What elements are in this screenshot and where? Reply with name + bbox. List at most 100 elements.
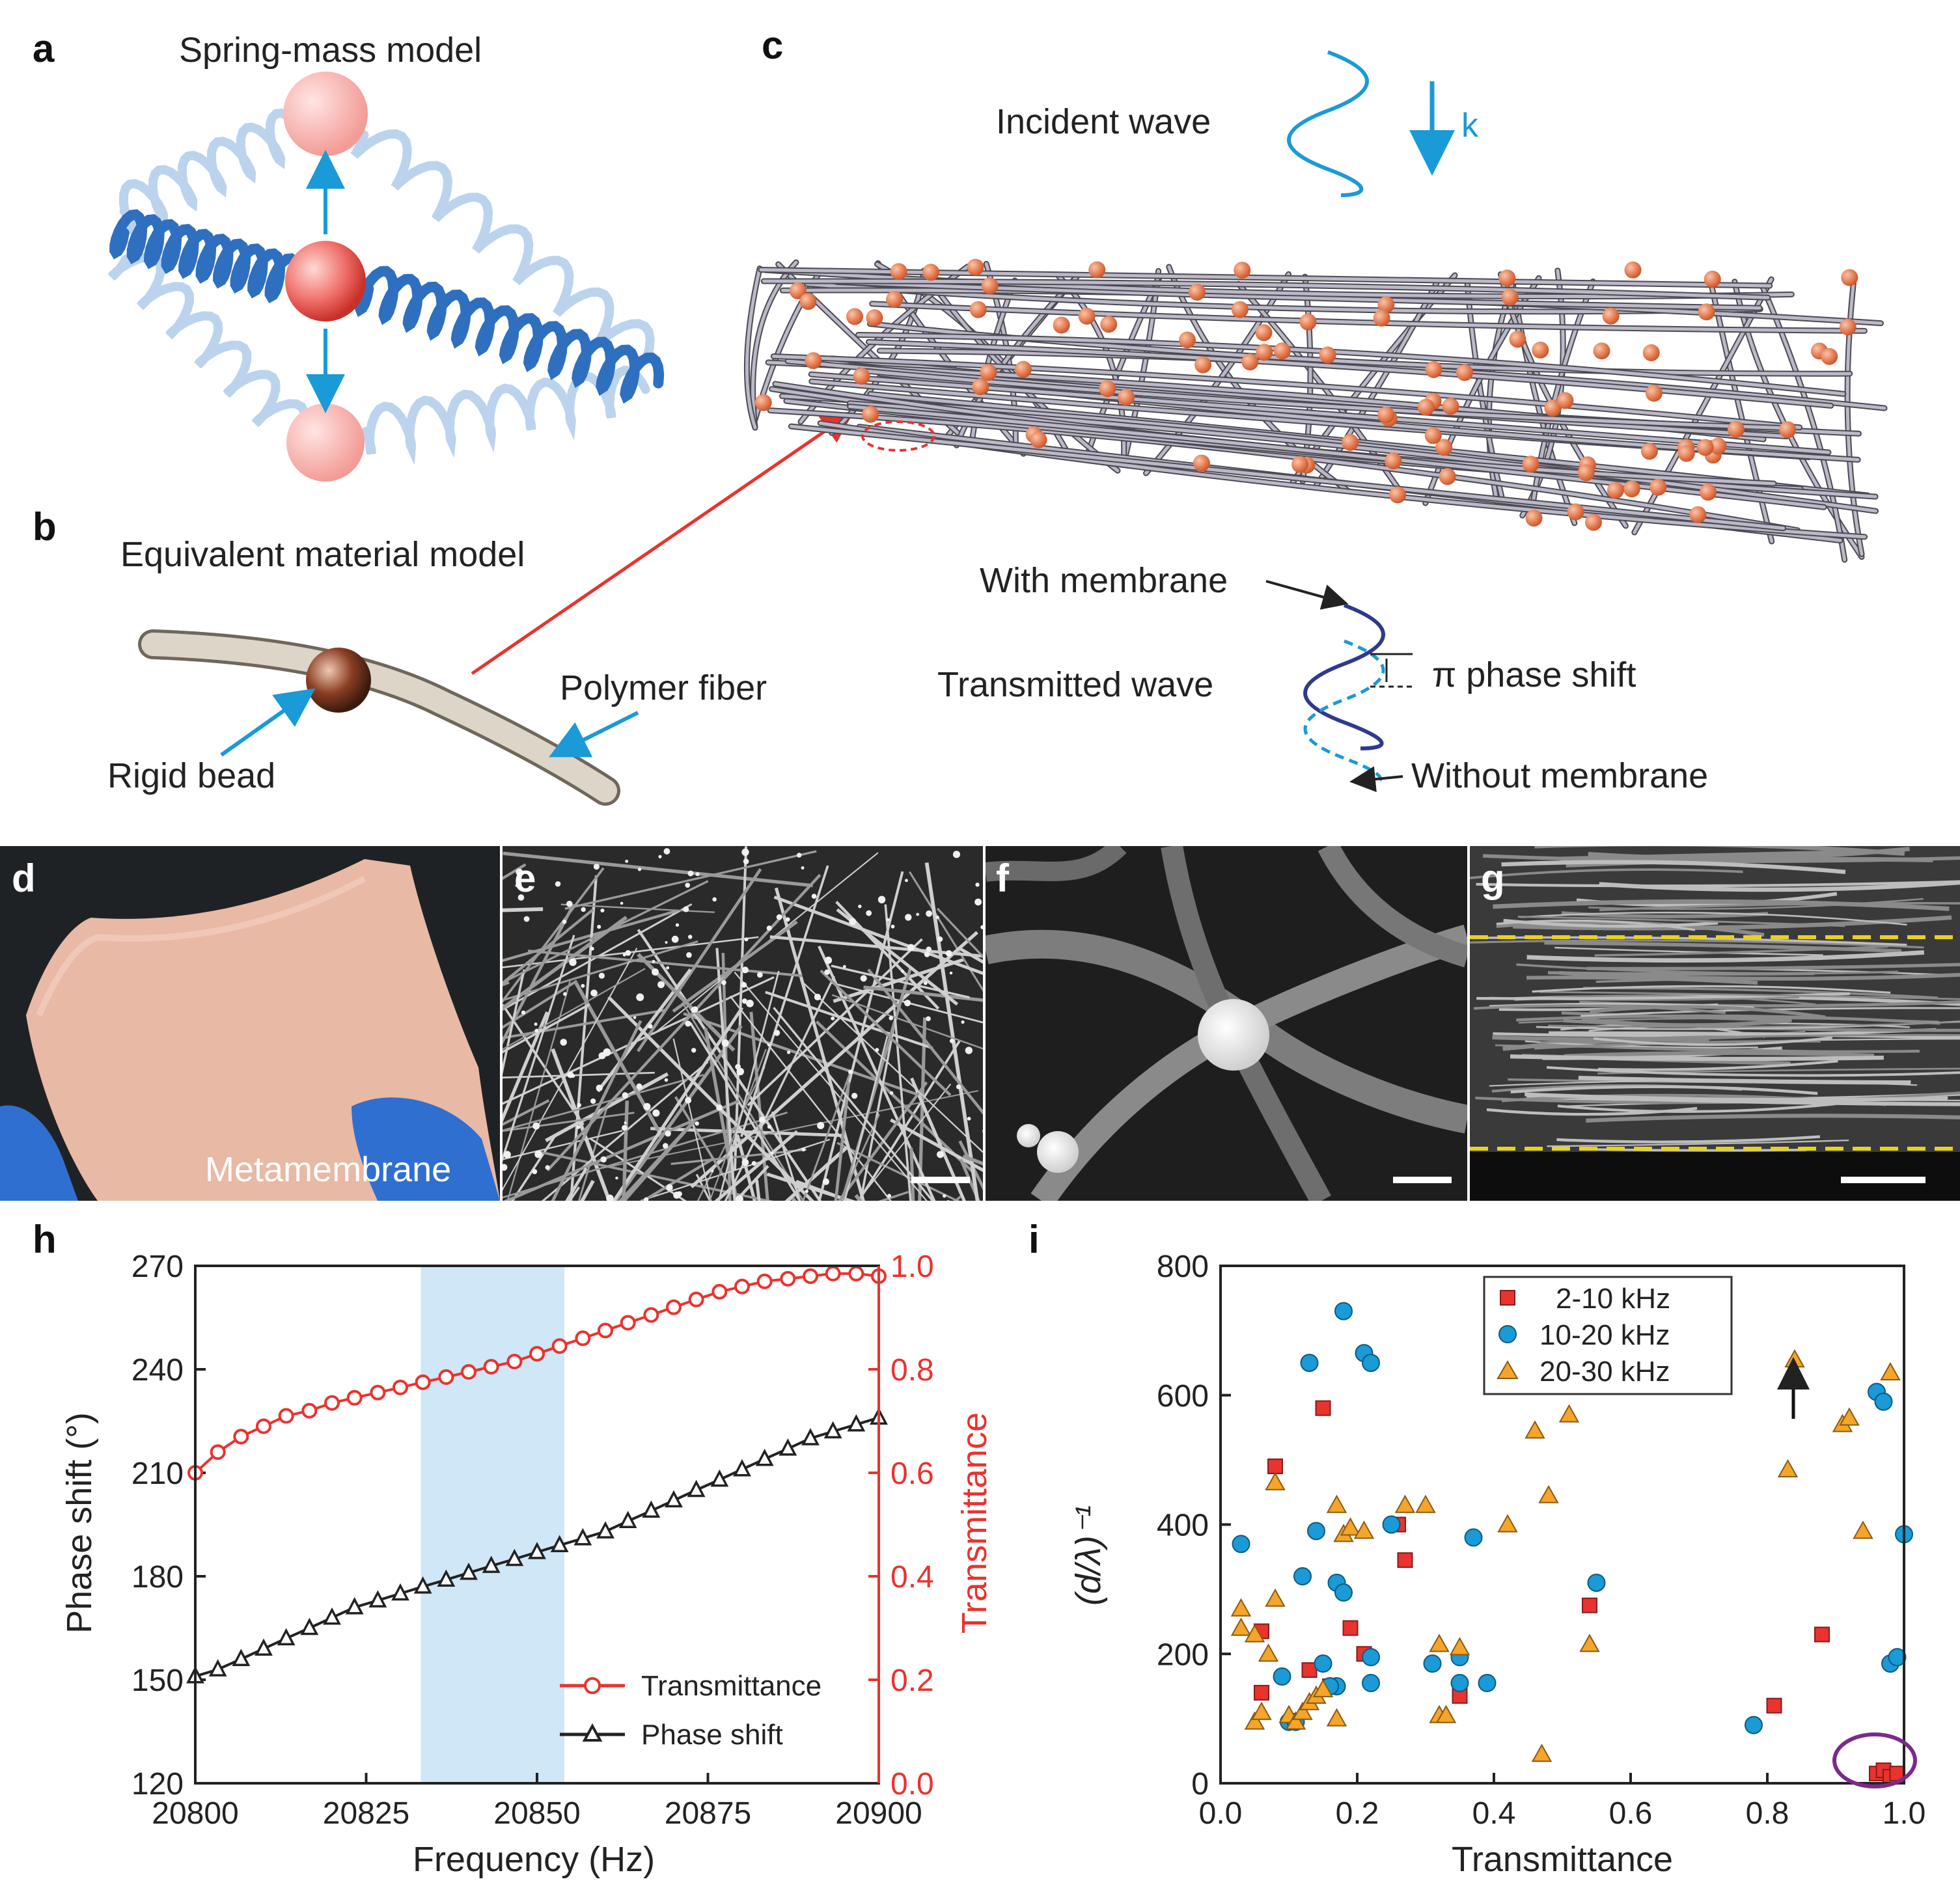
point-20-30-khz — [1353, 1520, 1375, 1539]
sem-bead — [606, 1194, 614, 1201]
sem-bead — [961, 1020, 965, 1024]
mesh-node — [1556, 392, 1574, 409]
cross-section-fiber — [1525, 1092, 1948, 1102]
point-20-30-khz — [1326, 1494, 1347, 1513]
sem-bead — [741, 1158, 749, 1166]
sem-fiber — [771, 1111, 801, 1201]
cross-section-fiber — [1580, 1007, 1960, 1017]
wave-with-membrane — [1303, 603, 1385, 750]
sem-fiber — [503, 968, 646, 1050]
sem-fiber — [839, 1114, 881, 1201]
point-10-20-khz — [1382, 1515, 1401, 1534]
sem-bead — [666, 1184, 673, 1191]
sem-bead — [759, 1116, 766, 1123]
sem-fiber — [623, 1130, 687, 1201]
mesh-node — [1234, 262, 1251, 279]
transmittance-point — [506, 1354, 523, 1370]
mesh-node — [1509, 331, 1526, 348]
cross-section-fiber — [1561, 1011, 1791, 1022]
mesh-node — [1700, 484, 1717, 501]
y-tick-label: 800 — [1157, 1250, 1209, 1284]
panel-d-label: d — [12, 856, 36, 900]
transmittance-point — [301, 1403, 318, 1419]
mesh-node — [1100, 316, 1118, 333]
mesh-fiber-highlight — [768, 409, 1800, 532]
sem-bead — [625, 860, 629, 863]
sem-bead — [824, 972, 827, 975]
mesh-node — [853, 368, 870, 385]
phase-shift-point — [255, 1638, 273, 1656]
mesh-node — [866, 309, 883, 327]
mesh-fiber-highlight — [870, 302, 1866, 333]
mesh-node — [1522, 456, 1539, 473]
sem-bead — [576, 1125, 581, 1129]
mesh-node — [922, 264, 940, 281]
point-20-30-khz — [1839, 1407, 1860, 1426]
point-10-20-khz — [1362, 1354, 1380, 1373]
sem-bead — [965, 1047, 973, 1054]
mesh-node — [1623, 480, 1640, 498]
mesh-node — [1821, 348, 1838, 365]
y-tick-label-left: 210 — [131, 1457, 184, 1491]
sem-bead — [773, 1030, 780, 1036]
sem-fiber — [641, 1157, 715, 1201]
mesh-node — [1255, 324, 1273, 342]
point-20-30-khz — [1558, 1404, 1580, 1423]
panel-f: f — [986, 846, 1467, 1201]
sem-bead — [801, 1147, 806, 1152]
sem-bead — [523, 916, 530, 922]
cross-section-fiber — [1501, 860, 1846, 874]
cross-section-fiber — [1586, 1114, 1960, 1123]
mesh-fiber-highlight — [789, 424, 1786, 530]
scale-bar-g — [1841, 1177, 1925, 1183]
transmittance-point — [210, 1444, 226, 1460]
y-tick-label-right: 0.6 — [890, 1457, 934, 1491]
x-tick-label: 20875 — [665, 1796, 751, 1831]
y-tick-label-left: 270 — [131, 1250, 184, 1284]
chart-h-legend: Transmittance Phase shift — [560, 1670, 821, 1751]
wave-without-membrane — [1303, 639, 1385, 786]
mesh-node — [1417, 398, 1435, 416]
transmittance-point — [393, 1379, 408, 1395]
phase-shift-point — [505, 1548, 524, 1567]
phase-shift-point — [208, 1659, 227, 1677]
transmittance-point — [529, 1346, 545, 1362]
point-20-30-khz — [1265, 1588, 1286, 1607]
legend-box — [1483, 1276, 1733, 1395]
sem-fiber — [765, 991, 933, 1050]
sem-bead-large — [1198, 999, 1269, 1071]
sem-fiber — [541, 1061, 709, 1201]
point-2-10-khz — [1267, 1458, 1283, 1475]
transmittance-point — [551, 1338, 568, 1354]
point-10-20-khz — [1273, 1667, 1291, 1686]
sem-bead — [851, 1093, 858, 1099]
sem-bead — [741, 848, 749, 856]
sem-bead — [636, 993, 644, 1002]
chart-i-legend: 2-10 kHz 10-20 kHz 20-30 kHz — [1483, 1276, 1733, 1395]
mesh-fiber-highlight — [856, 333, 1845, 396]
cross-section-fiber — [1547, 1139, 1849, 1147]
sem-bead — [590, 946, 594, 951]
sem-bead — [662, 1143, 669, 1149]
sem-fiber — [863, 985, 983, 1002]
point-20-30-khz — [1579, 1634, 1600, 1652]
point-2-10-khz — [1814, 1626, 1830, 1643]
y-tick-label-right: 0.8 — [890, 1353, 934, 1388]
rigid-bead-arrow — [220, 688, 316, 757]
sem-bead — [593, 864, 600, 870]
y-tick-label: 600 — [1157, 1379, 1209, 1414]
transmittance-point — [825, 1265, 841, 1281]
point-10-20-khz — [1478, 1673, 1497, 1692]
sem-bead — [622, 1125, 628, 1131]
sem-bead — [860, 975, 867, 982]
phase-shift-point — [460, 1562, 478, 1580]
sem-fiber — [506, 980, 571, 1201]
sem-bead — [736, 1067, 745, 1076]
phase-shift-point — [323, 1607, 341, 1625]
sem-fiber — [924, 862, 980, 1201]
point-20-30-khz — [1538, 1485, 1559, 1503]
sem-fiber — [622, 1101, 629, 1201]
mesh-fiber-highlight — [866, 340, 1833, 407]
sem-bead — [814, 993, 821, 1001]
sem-fiber — [714, 1130, 799, 1201]
